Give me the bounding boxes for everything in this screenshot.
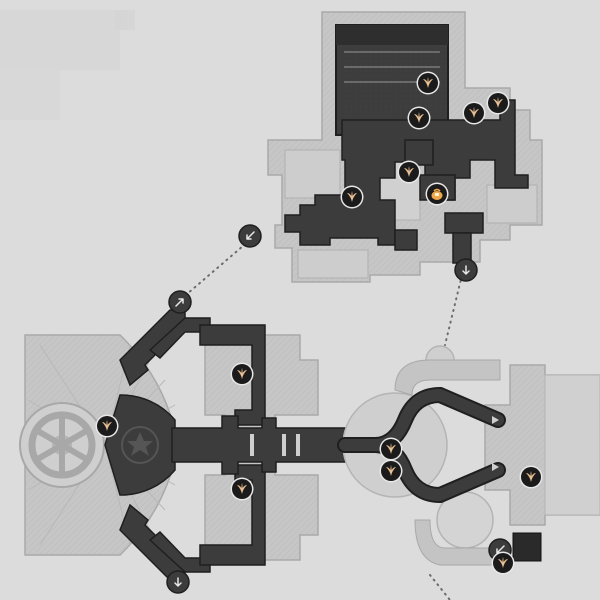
southeast-room — [512, 532, 542, 562]
collectible-marker[interactable] — [230, 477, 254, 501]
sprout-icon — [526, 471, 536, 482]
sprout-icon — [386, 443, 396, 454]
sprout-icon — [386, 465, 396, 476]
exit-point[interactable] — [454, 258, 478, 282]
sprout-icon — [498, 557, 508, 568]
exit-point[interactable] — [168, 290, 192, 314]
collectible-marker[interactable] — [416, 71, 440, 95]
bag-icon — [431, 188, 443, 200]
collectible-marker[interactable] — [407, 106, 431, 130]
sprout-icon — [469, 107, 479, 118]
sprout-icon — [237, 483, 247, 494]
collectible-marker[interactable] — [486, 91, 510, 115]
exit-points — [166, 224, 512, 594]
arrow-down-left-icon — [246, 231, 255, 240]
collectible-marker[interactable] — [491, 551, 515, 575]
sprout-icon — [493, 97, 503, 108]
faded-rooms — [0, 10, 135, 120]
path-connectors — [179, 239, 463, 600]
arrow-down-icon — [462, 265, 470, 275]
collectible-marker[interactable] — [379, 459, 403, 483]
arrow-up-right-icon — [175, 298, 184, 307]
collectible-marker[interactable] — [379, 437, 403, 461]
sprout-icon — [237, 368, 247, 379]
sprout-icon — [102, 420, 112, 431]
collectible-marker[interactable] — [519, 465, 543, 489]
map-markers — [95, 71, 543, 575]
sprout-icon — [404, 166, 414, 177]
collectible-marker[interactable] — [340, 185, 364, 209]
arrow-down-icon — [174, 577, 182, 587]
sprout-icon — [347, 191, 357, 202]
exit-point[interactable] — [238, 224, 262, 248]
west-complex — [19, 309, 346, 581]
collectible-marker[interactable] — [95, 414, 119, 438]
treasure-marker[interactable] — [425, 182, 449, 206]
collectible-marker[interactable] — [230, 362, 254, 386]
sprout-icon — [414, 112, 424, 123]
wheel-emblem — [19, 402, 105, 488]
collectible-marker[interactable] — [397, 160, 421, 184]
north-building — [267, 11, 543, 283]
exit-point[interactable] — [166, 570, 190, 594]
collectible-marker[interactable] — [462, 101, 486, 125]
sprout-icon — [423, 77, 433, 88]
